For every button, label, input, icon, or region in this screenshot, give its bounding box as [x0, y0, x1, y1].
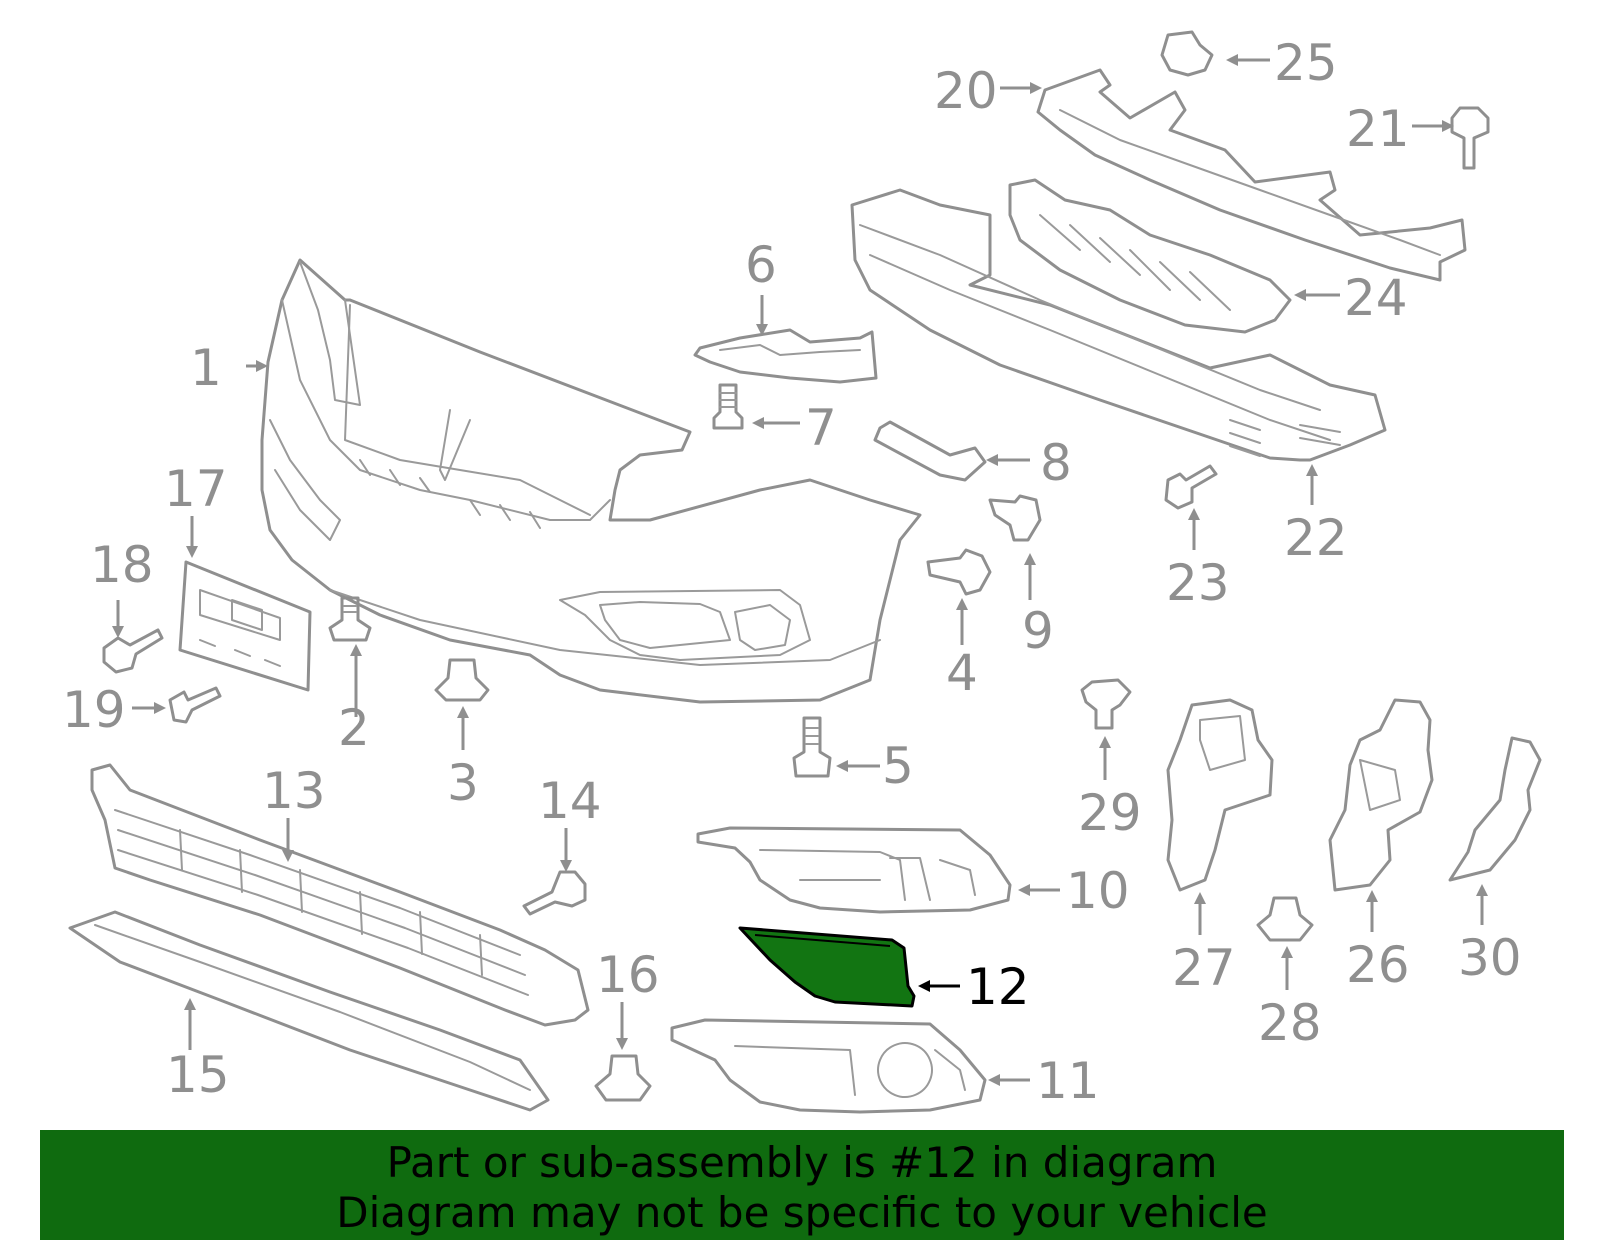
callout-13: 13: [262, 762, 326, 820]
callout-28: 28: [1258, 994, 1322, 1052]
callout-24: 24: [1344, 269, 1408, 327]
callout-3: 3: [447, 754, 479, 812]
part-4-screw: [926, 548, 992, 596]
callout-11: 11: [1036, 1052, 1100, 1110]
callout-17: 17: [164, 460, 228, 518]
part-7-screw: [712, 383, 744, 430]
part-10-cover: [696, 826, 1012, 914]
callout-10: 10: [1066, 862, 1130, 920]
callout-30: 30: [1458, 929, 1522, 987]
part-23-bolt: [1164, 464, 1218, 510]
part-19-screw: [168, 686, 222, 724]
callout-27: 27: [1172, 939, 1236, 997]
part-28-retainer: [1256, 896, 1314, 942]
part-27-bracket: [1166, 698, 1274, 892]
callout-19: 19: [62, 681, 126, 739]
callout-9: 9: [1022, 602, 1054, 660]
part-24-absorber: [1008, 178, 1292, 334]
callout-23: 23: [1166, 554, 1230, 612]
callout-16: 16: [596, 946, 660, 1004]
part-3-retainer: [434, 658, 490, 702]
part-21-bolt: [1450, 106, 1490, 170]
callout-6: 6: [745, 236, 777, 294]
callout-5: 5: [882, 737, 914, 795]
callout-15: 15: [166, 1046, 230, 1104]
part-17-plate-bracket: [178, 560, 312, 692]
info-banner: Part or sub-assembly is #12 in diagram D…: [40, 1130, 1564, 1240]
callout-labels: 1 2 3 4 5 6 7 8 9 10 11 12 13 14 15 16 1…: [62, 34, 1522, 1110]
callout-22: 22: [1284, 509, 1348, 567]
part-29-clip: [1080, 678, 1132, 730]
part-14-screw: [522, 870, 587, 916]
part-13-grille: [90, 763, 590, 1027]
part-18-bolt: [102, 628, 164, 674]
callout-8: 8: [1040, 434, 1072, 492]
part-5-bolt: [792, 716, 832, 778]
part-15-strip: [68, 910, 550, 1112]
banner-line-1: Part or sub-assembly is #12 in diagram: [386, 1138, 1218, 1187]
callout-21: 21: [1346, 100, 1410, 158]
banner-line-2: Diagram may not be specific to your vehi…: [336, 1188, 1268, 1237]
callout-12: 12: [966, 958, 1030, 1016]
part-2-screw: [328, 596, 372, 642]
part-25-clip: [1160, 30, 1214, 77]
callout-1: 1: [190, 339, 222, 397]
part-8-clip: [873, 420, 987, 482]
part-26-bracket: [1328, 698, 1434, 892]
callout-2: 2: [338, 699, 370, 757]
callout-20: 20: [934, 62, 998, 120]
callout-26: 26: [1346, 936, 1410, 994]
part-16-retainer: [594, 1054, 652, 1102]
callout-25: 25: [1274, 34, 1338, 92]
callout-29: 29: [1078, 784, 1142, 842]
part-1-bumper-cover: [260, 258, 922, 704]
part-30-bracket: [1448, 736, 1542, 882]
callout-14: 14: [538, 772, 602, 830]
callout-7: 7: [805, 399, 837, 457]
part-20-beam: [1036, 68, 1467, 282]
part-9-pushclip: [988, 494, 1042, 542]
part-11-cover: [670, 1018, 987, 1114]
part-12-highlighted: [738, 926, 916, 1008]
part-6-bracket: [693, 328, 878, 384]
part-22-beam: [850, 188, 1387, 462]
leader-lines: [112, 54, 1488, 1086]
callout-4: 4: [946, 644, 978, 702]
callout-18: 18: [90, 536, 154, 594]
